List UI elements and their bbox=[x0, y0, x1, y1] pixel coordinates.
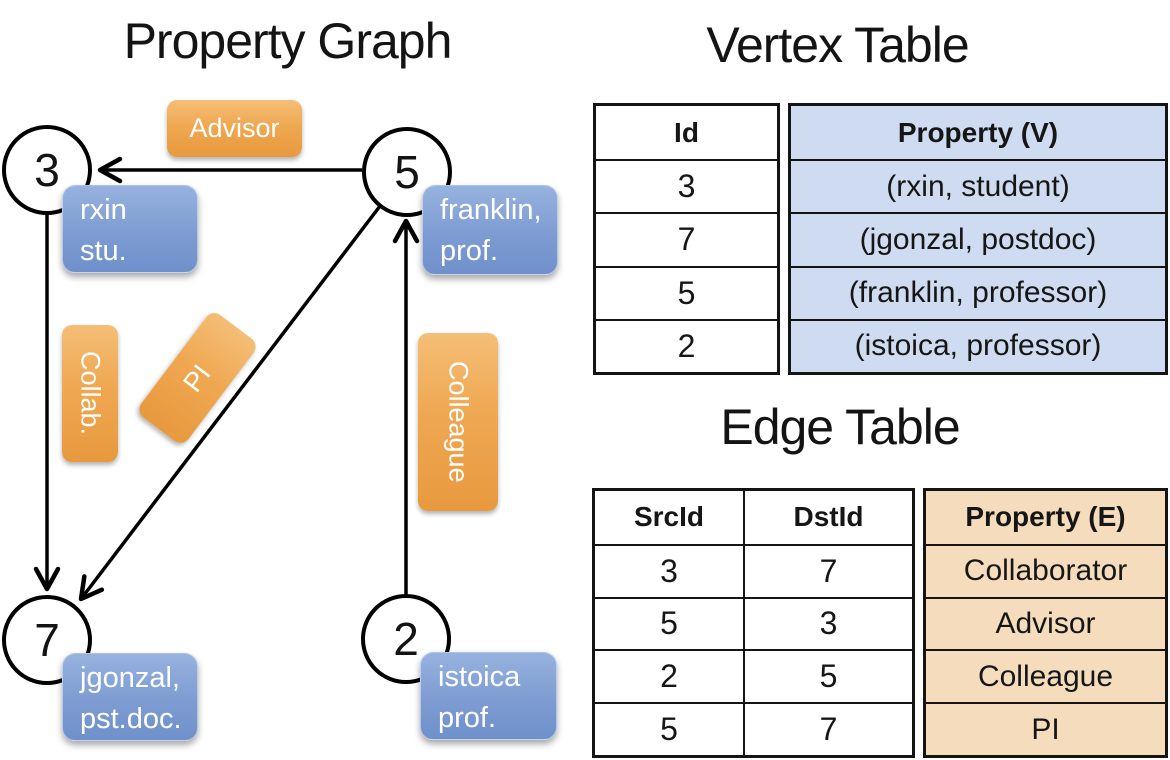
property-box-franklin: franklin, prof. bbox=[422, 185, 558, 275]
edge-table-srcid-cell: 5 bbox=[595, 702, 743, 755]
node-7-id: 7 bbox=[34, 614, 60, 666]
edge-table-id-columns: SrcId DstId 3 7 5 3 2 5 5 7 bbox=[592, 488, 915, 758]
vertex-table-id-header: Id bbox=[674, 116, 699, 148]
property-box-jgonzal-line1: jgonzal, bbox=[80, 662, 180, 694]
edge-label-advisor-text: Advisor bbox=[189, 113, 280, 143]
property-box-jgonzal-line2: pst.doc. bbox=[80, 703, 182, 735]
edge-label-collab-text: Collab. bbox=[75, 351, 106, 436]
vertex-table-id-cell: 5 bbox=[596, 265, 777, 319]
edge-table-srcid-header: SrcId bbox=[633, 501, 705, 533]
edge-table-srcid-cell: 2 bbox=[595, 649, 743, 702]
property-box-jgonzal: jgonzal, pst.doc. bbox=[62, 653, 198, 741]
edge-table-property-cell: PI bbox=[926, 702, 1165, 755]
vertex-table-property-cell: (jgonzal, postdoc) bbox=[791, 212, 1165, 265]
property-box-rxin-line1: rxin bbox=[80, 194, 127, 226]
property-box-rxin-line2: stu. bbox=[80, 235, 127, 267]
edge-table-dstid-cell: 7 bbox=[743, 543, 912, 597]
graph-edges-layer bbox=[33, 156, 420, 602]
edge-table-property-cell: Advisor bbox=[926, 596, 1165, 650]
edge-label-collab: Collab. bbox=[62, 325, 118, 462]
edge-table-property-header: Property (E) bbox=[965, 501, 1126, 533]
edge-table-dstid-cell: 3 bbox=[743, 596, 912, 650]
edge-table-property-cell: Colleague bbox=[926, 649, 1165, 702]
property-box-franklin-line1: franklin, bbox=[440, 194, 542, 226]
vertex-table-property-cell: (rxin, student) bbox=[791, 159, 1165, 212]
property-box-istoica-line1: istoica bbox=[438, 661, 521, 693]
edge-table-dstid-cell: 7 bbox=[743, 702, 912, 755]
node-5-id: 5 bbox=[394, 146, 420, 198]
vertex-table-id-cell: 7 bbox=[596, 212, 777, 265]
property-box-istoica-line2: prof. bbox=[438, 702, 497, 734]
edge-table-title: Edge Table bbox=[720, 399, 960, 455]
edge-table-property-column: Property (E) Collaborator Advisor Collea… bbox=[923, 488, 1168, 758]
property-box-rxin: rxin stu. bbox=[62, 185, 198, 273]
property-graph-title: Property Graph bbox=[123, 13, 453, 69]
property-box-franklin-line2: prof. bbox=[440, 235, 499, 267]
node-3-id: 3 bbox=[34, 144, 60, 196]
vertex-table-property-cell: (istoica, professor) bbox=[791, 318, 1165, 372]
edge-label-pi-text: PI bbox=[177, 358, 217, 397]
node-2: 2 bbox=[361, 594, 451, 684]
vertex-table-id-cell: 2 bbox=[596, 318, 777, 372]
edge-table-srcid-cell: 5 bbox=[595, 596, 743, 650]
edge-table-property-cell: Collaborator bbox=[926, 543, 1165, 597]
edge-table-dstid-cell: 5 bbox=[743, 649, 912, 703]
edge-label-advisor: Advisor bbox=[167, 100, 302, 157]
edge-label-colleague: Colleague bbox=[418, 333, 498, 511]
edge-table-srcid-cell: 3 bbox=[595, 543, 743, 597]
edge-pi-5-to-7 bbox=[78, 204, 382, 602]
node-2-id: 2 bbox=[393, 613, 419, 665]
vertex-table-id-column: Id 3 7 5 2 bbox=[593, 103, 780, 375]
vertex-table-id-cell: 3 bbox=[596, 159, 777, 212]
node-5: 5 bbox=[362, 127, 452, 217]
property-box-istoica: istoica prof. bbox=[420, 652, 557, 740]
vertex-table-property-column: Property (V) (rxin, student) (jgonzal, p… bbox=[788, 103, 1168, 375]
edge-label-colleague-text: Colleague bbox=[443, 361, 474, 483]
vertex-table-property-cell: (franklin, professor) bbox=[791, 265, 1165, 319]
edge-table-dstid-header: DstId bbox=[743, 491, 912, 544]
vertex-table-property-header: Property (V) bbox=[897, 116, 1059, 148]
vertex-table-title: Vertex Table bbox=[706, 17, 969, 73]
